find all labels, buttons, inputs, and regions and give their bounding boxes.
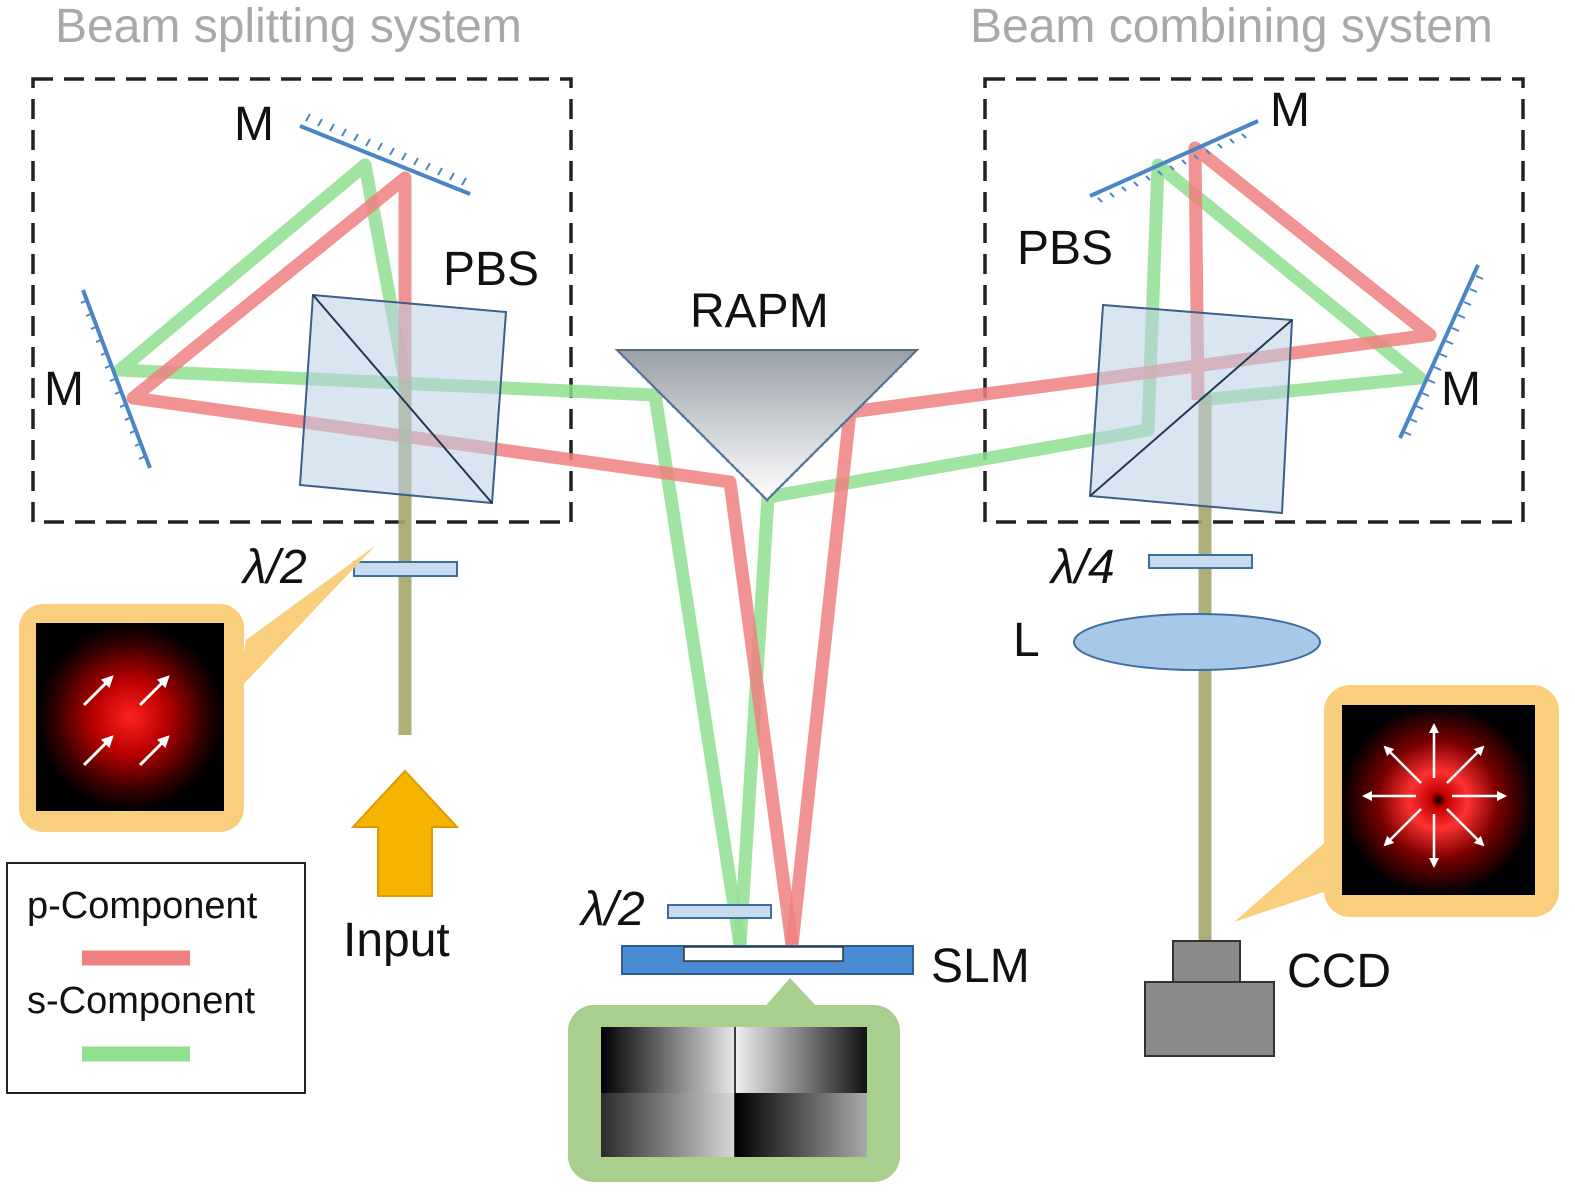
label-lens: L [1013,614,1040,667]
mirror-left-side [80,289,152,469]
quarterwave-plate [1148,554,1253,569]
splitting-system-frame [31,77,573,524]
label-quarterwave: λ/4 [1048,541,1115,594]
label-mirror-right-top: M [1270,84,1310,137]
rapm-prism [614,349,920,503]
beam-splitting-system-title: Beam splitting system [55,0,522,53]
p-beam-combining [785,141,1437,946]
input-polarization-inset [19,545,376,832]
mirror-right-side [1398,264,1484,439]
slm-device [621,945,914,975]
input-beam-profile [36,623,224,811]
s-beam-combining [733,158,1427,946]
label-pbs-left: PBS [443,243,539,296]
output-beam-profile [1342,705,1535,895]
beam-combining-system-title: Beam combining system [970,0,1493,53]
halfwave-plate-input [353,561,458,577]
beam-paths [113,141,1437,946]
label-ccd: CCD [1287,945,1391,998]
output-polarization-inset [1234,685,1559,922]
combining-system-frame [983,77,1525,524]
label-slm: SLM [931,940,1030,993]
pbs-right-diagonal [1089,319,1293,497]
halfwave-plate-slm [667,904,772,919]
label-mirror-left-top: M [234,98,274,151]
slm-phase-inset [568,978,900,1182]
radial-polarization-arrows [1362,723,1507,868]
label-mirror-left-side: M [44,363,84,416]
mirror-right-top [1089,119,1259,203]
label-mirror-right-side: M [1441,363,1481,416]
slm-phase-pattern [601,1027,867,1157]
pbs-right-cube [1088,303,1294,515]
ccd-camera-icon [1144,940,1275,1057]
label-halfwave-slm: λ/2 [578,883,645,936]
label-pbs-right: PBS [1017,222,1113,275]
legend: p-Component s-Component [6,862,306,1094]
pbs-left-diagonal [312,294,493,504]
p-beam-splitting [126,171,799,946]
label-halfwave-input: λ/2 [240,541,307,594]
linear-polarization-arrows [82,675,170,767]
s-beam-splitting [113,158,747,946]
pbs-left-cube [298,293,508,505]
label-rapm: RAPM [690,285,829,338]
mirror-left-top [299,113,471,196]
legend-p-label: p-Component [27,885,258,927]
legend-s-label: s-Component [27,980,256,1022]
slm-screen [683,946,844,962]
lens [1073,613,1321,671]
input-arrow-icon [350,769,460,897]
label-input: Input [343,914,450,967]
